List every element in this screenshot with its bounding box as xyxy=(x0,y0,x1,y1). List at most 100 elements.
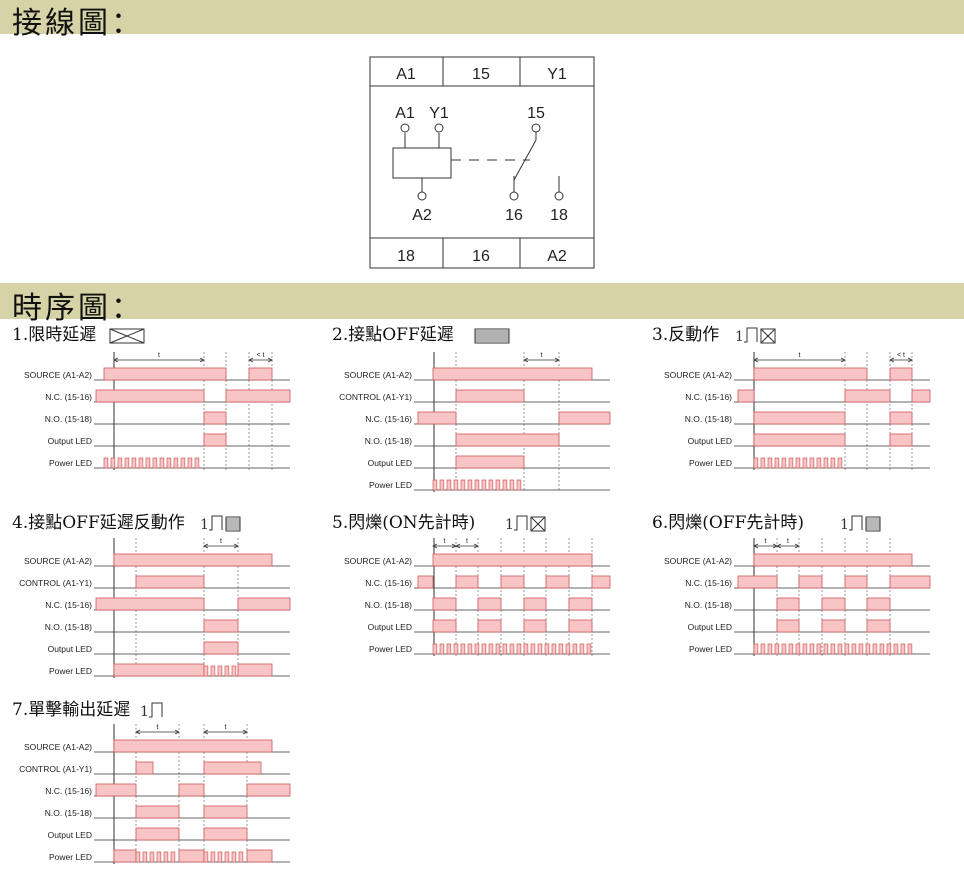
top-label-a1: A1 xyxy=(396,66,416,83)
blink-pulse xyxy=(159,457,165,469)
signal-high xyxy=(500,575,525,589)
blink-pulse xyxy=(537,643,543,655)
signal-label: SOURCE (A1-A2) xyxy=(344,370,412,380)
top-label-y1: Y1 xyxy=(547,66,567,83)
signal-high xyxy=(455,433,560,447)
signal-label: SOURCE (A1-A2) xyxy=(24,742,92,752)
signal-high xyxy=(821,619,846,633)
signal-high xyxy=(821,597,846,611)
signal-label: SOURCE (A1-A2) xyxy=(24,370,92,380)
svg-text:1: 1 xyxy=(735,329,744,345)
bottom-label-16: 16 xyxy=(472,248,490,265)
blink-pulse xyxy=(488,643,494,655)
signal-label: N.C. (15-16) xyxy=(685,578,732,588)
blink-pulse xyxy=(224,851,230,863)
blink-pulse xyxy=(117,457,123,469)
signal-high xyxy=(237,597,291,611)
signal-label: N.C. (15-16) xyxy=(45,392,92,402)
blink-pulse xyxy=(460,643,466,655)
signal-high xyxy=(866,597,891,611)
signal-high xyxy=(844,575,868,589)
t-label: t xyxy=(466,538,468,545)
signal-high xyxy=(113,739,273,753)
blink-pulse xyxy=(872,643,878,655)
blink-pulse xyxy=(460,479,466,491)
signal-label: N.C. (15-16) xyxy=(365,414,412,424)
blink-pulse xyxy=(516,479,522,491)
signal-label: Output LED xyxy=(48,830,92,840)
signal-high xyxy=(455,575,479,589)
signal-high xyxy=(798,575,823,589)
blink-pulse xyxy=(753,643,759,655)
blink-pulse xyxy=(474,479,480,491)
diagram-title: 3.反動作 xyxy=(652,325,719,345)
blink-pulse xyxy=(767,457,773,469)
t-label: t xyxy=(541,352,543,359)
terminal-15 xyxy=(531,123,541,133)
blink-pulse xyxy=(203,851,209,863)
blink-pulse xyxy=(481,643,487,655)
t-label: t xyxy=(157,724,159,731)
signal-label: N.O. (15-18) xyxy=(685,414,732,424)
blink-pulse xyxy=(830,643,836,655)
signal-label: N.O. (15-18) xyxy=(45,622,92,632)
blink-pulse xyxy=(194,457,200,469)
t-label: t xyxy=(225,724,227,731)
wiring-labels: A1 15 Y1 18 16 A2 A1 Y1 15 A2 16 18 xyxy=(395,66,568,265)
signal-high xyxy=(203,805,248,819)
signal-high xyxy=(135,805,180,819)
signal-high xyxy=(776,619,800,633)
signal-high xyxy=(417,575,434,589)
signal-high xyxy=(178,783,205,797)
blink-pulse xyxy=(809,457,815,469)
blink-pulse xyxy=(495,643,501,655)
blink-pulse xyxy=(823,457,829,469)
blink-pulse xyxy=(231,665,237,677)
terminal-18 xyxy=(554,191,564,201)
terminal-label-a2: A2 xyxy=(412,207,432,224)
signal-high xyxy=(545,575,570,589)
blink-pulse xyxy=(488,479,494,491)
signal-high xyxy=(523,597,547,611)
pulse-icon: 1 xyxy=(140,702,163,720)
blink-pulse xyxy=(523,643,529,655)
signal-label: SOURCE (A1-A2) xyxy=(664,370,732,380)
blink-pulse xyxy=(138,457,144,469)
blink-pulse xyxy=(145,457,151,469)
blink-pulse xyxy=(907,643,913,655)
blink-pulse xyxy=(152,457,158,469)
blink-pulse xyxy=(795,457,801,469)
blink-pulse xyxy=(893,643,899,655)
blink-pulse xyxy=(823,643,829,655)
pulse-hatch-icon: 1 xyxy=(200,515,241,533)
blink-pulse xyxy=(502,643,508,655)
signal-high xyxy=(455,389,525,403)
terminal-y1 xyxy=(434,123,444,133)
pulse-cross-icon: 1 xyxy=(505,515,546,533)
svg-text:1: 1 xyxy=(505,517,514,533)
signal-high xyxy=(477,597,502,611)
blink-pulse xyxy=(453,643,459,655)
signal-high xyxy=(432,619,457,633)
blink-pulse xyxy=(481,479,487,491)
blink-pulse xyxy=(837,457,843,469)
signal-high xyxy=(246,849,273,863)
timing-header-bar: 時序圖： xyxy=(0,283,964,326)
blink-pulse xyxy=(551,643,557,655)
signal-high xyxy=(203,827,248,841)
blink-pulse xyxy=(124,457,130,469)
signal-high xyxy=(113,663,205,677)
signal-high xyxy=(558,411,611,425)
blink-pulse xyxy=(802,457,808,469)
blink-pulse xyxy=(173,457,179,469)
blink-pulse xyxy=(530,643,536,655)
blink-pulse xyxy=(900,643,906,655)
blink-pulse xyxy=(131,457,137,469)
pulse-hatch-icon: 1 xyxy=(840,515,881,533)
